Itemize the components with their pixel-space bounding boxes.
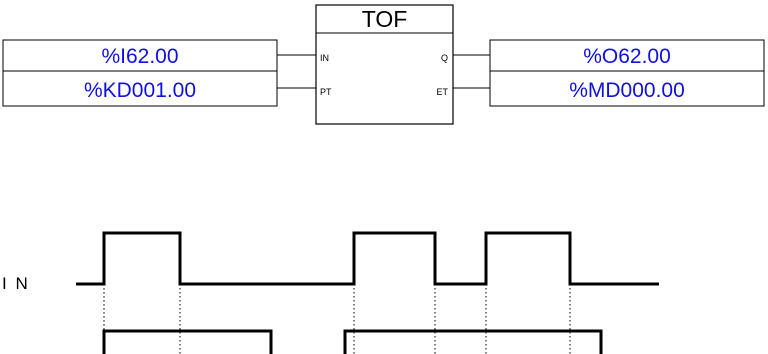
in-operand-box[interactable] <box>2 39 278 72</box>
tof-function-block[interactable]: TOF IN PT Q ET <box>315 4 454 125</box>
in-signal-label: I N <box>2 274 30 293</box>
pt-operand-box[interactable] <box>2 70 278 107</box>
pt-operand-label: %KD001.00 <box>84 79 196 102</box>
et-operand-box[interactable] <box>489 70 765 107</box>
function-block-type: TOF <box>362 6 408 32</box>
q-operand-box[interactable] <box>489 39 765 72</box>
pin-q-label: Q <box>441 53 448 63</box>
et-operand-label: %MD000.00 <box>569 79 685 102</box>
q-operand-label: %O62.00 <box>583 45 671 68</box>
input-operands: %I62.00 %KD001.00 <box>2 39 278 107</box>
pin-et-label: ET <box>436 87 448 97</box>
pin-in-label: IN <box>320 53 329 63</box>
pin-pt-label: PT <box>320 87 332 97</box>
in-operand-label: %I62.00 <box>101 45 178 68</box>
function-block-body <box>315 4 454 125</box>
connection-wires <box>277 54 490 89</box>
q-waveform <box>102 329 273 354</box>
edge-guide-lines <box>103 284 571 354</box>
q-waveform-second-pulse <box>343 329 603 354</box>
output-operands: %O62.00 %MD000.00 <box>489 39 765 107</box>
in-waveform <box>76 231 659 286</box>
